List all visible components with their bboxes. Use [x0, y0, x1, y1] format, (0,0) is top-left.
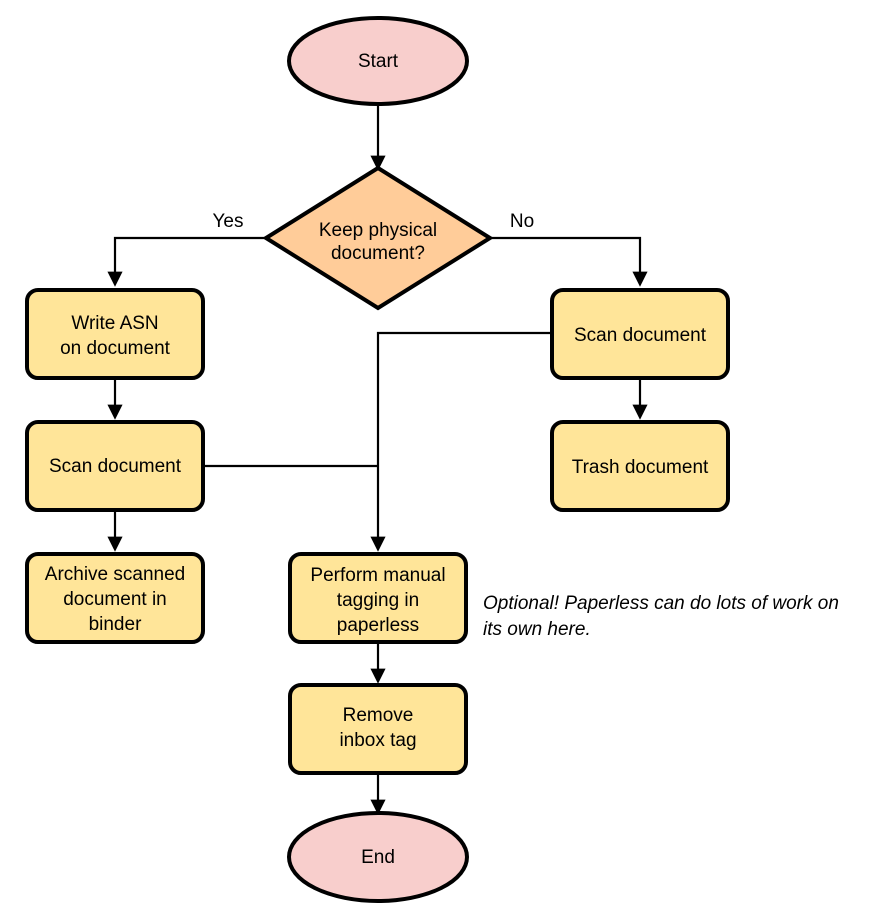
- end-ellipse-shape: [287, 811, 469, 903]
- tagging-label-line1: Perform manual: [310, 565, 445, 586]
- tagging-label-line2: tagging in: [337, 590, 419, 611]
- node-trash-document[interactable]: Trash document: [550, 420, 730, 512]
- write-asn-label-line2: on document: [60, 338, 171, 359]
- tagging-label-line3: paperless: [337, 615, 419, 636]
- scan-left-label: Scan document: [49, 456, 182, 477]
- edge-label-no: No: [510, 211, 534, 232]
- node-perform-manual-tagging[interactable]: Perform manual tagging in paperless: [288, 552, 468, 644]
- optional-note-line1: Optional! Paperless can do lots of work …: [483, 593, 839, 614]
- write-asn-rect-shape: [25, 288, 205, 380]
- tagging-rect-shape: [288, 552, 468, 644]
- start-label: Start: [358, 51, 399, 72]
- node-end[interactable]: End: [287, 811, 469, 903]
- start-ellipse-shape: [287, 16, 469, 106]
- optional-note-line2: its own here.: [483, 619, 591, 640]
- node-scan-document-left[interactable]: Scan document: [25, 420, 205, 512]
- node-write-asn-on-document[interactable]: Write ASN on document: [25, 288, 205, 380]
- archive-label-line1: Archive scanned: [45, 564, 185, 585]
- edge-scan-right-to-tagging: [370, 331, 552, 552]
- decision-label-line1: Keep physical: [319, 220, 437, 241]
- edge-decision-yes-to-write-asn: [107, 236, 266, 287]
- node-scan-document-right[interactable]: Scan document: [550, 288, 730, 380]
- edge-label-yes: Yes: [213, 211, 244, 232]
- node-archive-scanned-document[interactable]: Archive scanned document in binder: [25, 552, 205, 644]
- node-start[interactable]: Start: [287, 16, 469, 106]
- node-decision-keep-physical-document[interactable]: Keep physical document?: [262, 165, 494, 311]
- edge-decision-no-to-scan-right: [490, 236, 648, 287]
- decision-label-line2: document?: [331, 243, 425, 264]
- decision-diamond-shape: [262, 165, 494, 311]
- write-asn-label-line1: Write ASN: [71, 313, 158, 334]
- node-remove-inbox-tag[interactable]: Remove inbox tag: [288, 683, 468, 775]
- trash-label: Trash document: [572, 457, 709, 478]
- trash-rect-shape: [550, 420, 730, 512]
- archive-label-line2: document in: [63, 589, 167, 610]
- annotation-optional-note: Optional! Paperless can do lots of work …: [483, 593, 839, 640]
- remove-inbox-label-line1: Remove: [343, 705, 414, 726]
- scan-right-rect-shape: [550, 288, 730, 380]
- remove-inbox-label-line2: inbox tag: [339, 730, 416, 751]
- end-label: End: [361, 847, 395, 868]
- scan-left-rect-shape: [25, 420, 205, 512]
- scan-right-label: Scan document: [574, 325, 707, 346]
- archive-label-line3: binder: [89, 614, 142, 635]
- remove-inbox-rect-shape: [288, 683, 468, 775]
- archive-rect-shape: [25, 552, 205, 644]
